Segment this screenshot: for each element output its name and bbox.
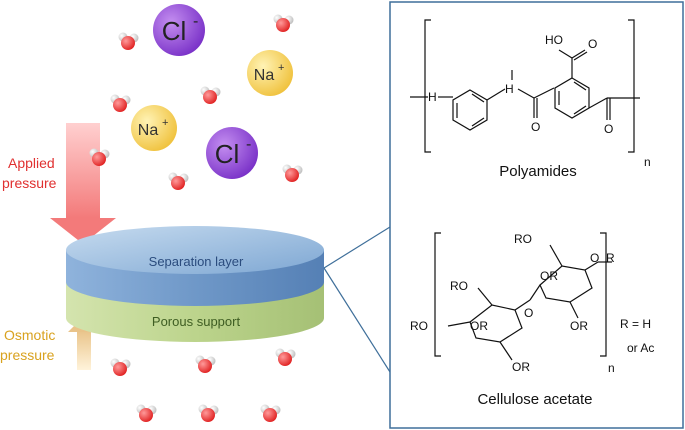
svg-text:-: -: [246, 136, 251, 153]
svg-text:O: O: [588, 37, 597, 51]
svg-text:RO: RO: [410, 319, 428, 333]
svg-text:O: O: [590, 251, 599, 265]
svg-text:OR: OR: [540, 269, 558, 283]
svg-text:H: H: [505, 82, 514, 96]
porous-support-label: Porous support: [152, 314, 241, 329]
svg-text:RO: RO: [514, 232, 532, 246]
sodium-ion: Na +: [247, 50, 293, 96]
chloride-ion: Cl -: [153, 4, 205, 56]
svg-text:O: O: [604, 122, 613, 136]
svg-text:n: n: [644, 155, 651, 169]
chemistry-panel: [389, 1, 684, 429]
polyamides-title: Polyamides: [499, 163, 577, 180]
svg-text:Cl: Cl: [215, 139, 240, 169]
cellulose-atom-labels: RO RO OR OR O RO OR OR O R R = H or Ac n: [410, 232, 654, 375]
svg-text:OR: OR: [570, 319, 588, 333]
svg-text:+: +: [162, 117, 168, 129]
svg-text:O: O: [531, 120, 540, 134]
cellulose-acetate-title: Cellulose acetate: [477, 391, 592, 408]
svg-text:OR: OR: [470, 319, 488, 333]
applied-pressure-label-line1: Applied: [8, 155, 55, 171]
callout-lines: [323, 226, 391, 373]
svg-text:n: n: [608, 361, 615, 375]
svg-text:-: -: [193, 13, 198, 30]
applied-pressure-label-line2: pressure: [2, 175, 57, 191]
svg-text:or Ac: or Ac: [627, 341, 654, 355]
svg-text:RO: RO: [450, 279, 468, 293]
svg-text:OR: OR: [512, 360, 530, 374]
svg-text:R = H: R = H: [620, 317, 651, 331]
svg-text:Cl: Cl: [162, 16, 187, 46]
svg-text:HO: HO: [545, 33, 563, 47]
separation-layer-label: Separation layer: [149, 254, 244, 269]
membrane-top-face: [66, 226, 324, 274]
svg-text:Na: Na: [254, 67, 275, 84]
osmotic-pressure-label-line2: pressure: [0, 347, 55, 363]
svg-text:O: O: [524, 306, 533, 320]
osmotic-pressure-label-line1: Osmotic: [4, 327, 55, 343]
chloride-ion: Cl -: [206, 127, 258, 179]
polyamide-structure: [410, 19, 640, 153]
sodium-ion: Na +: [131, 105, 177, 151]
membrane-disc: [66, 226, 324, 342]
svg-text:Na: Na: [138, 122, 159, 139]
svg-text:R: R: [606, 251, 615, 265]
svg-text:+: +: [278, 62, 284, 74]
cellulose-structure: [434, 232, 612, 361]
polyamide-atom-labels: H H HO O O O n: [428, 33, 651, 169]
applied-pressure-arrow: [50, 123, 116, 244]
water-molecules-permeate: [110, 348, 296, 422]
svg-text:H: H: [428, 90, 437, 104]
